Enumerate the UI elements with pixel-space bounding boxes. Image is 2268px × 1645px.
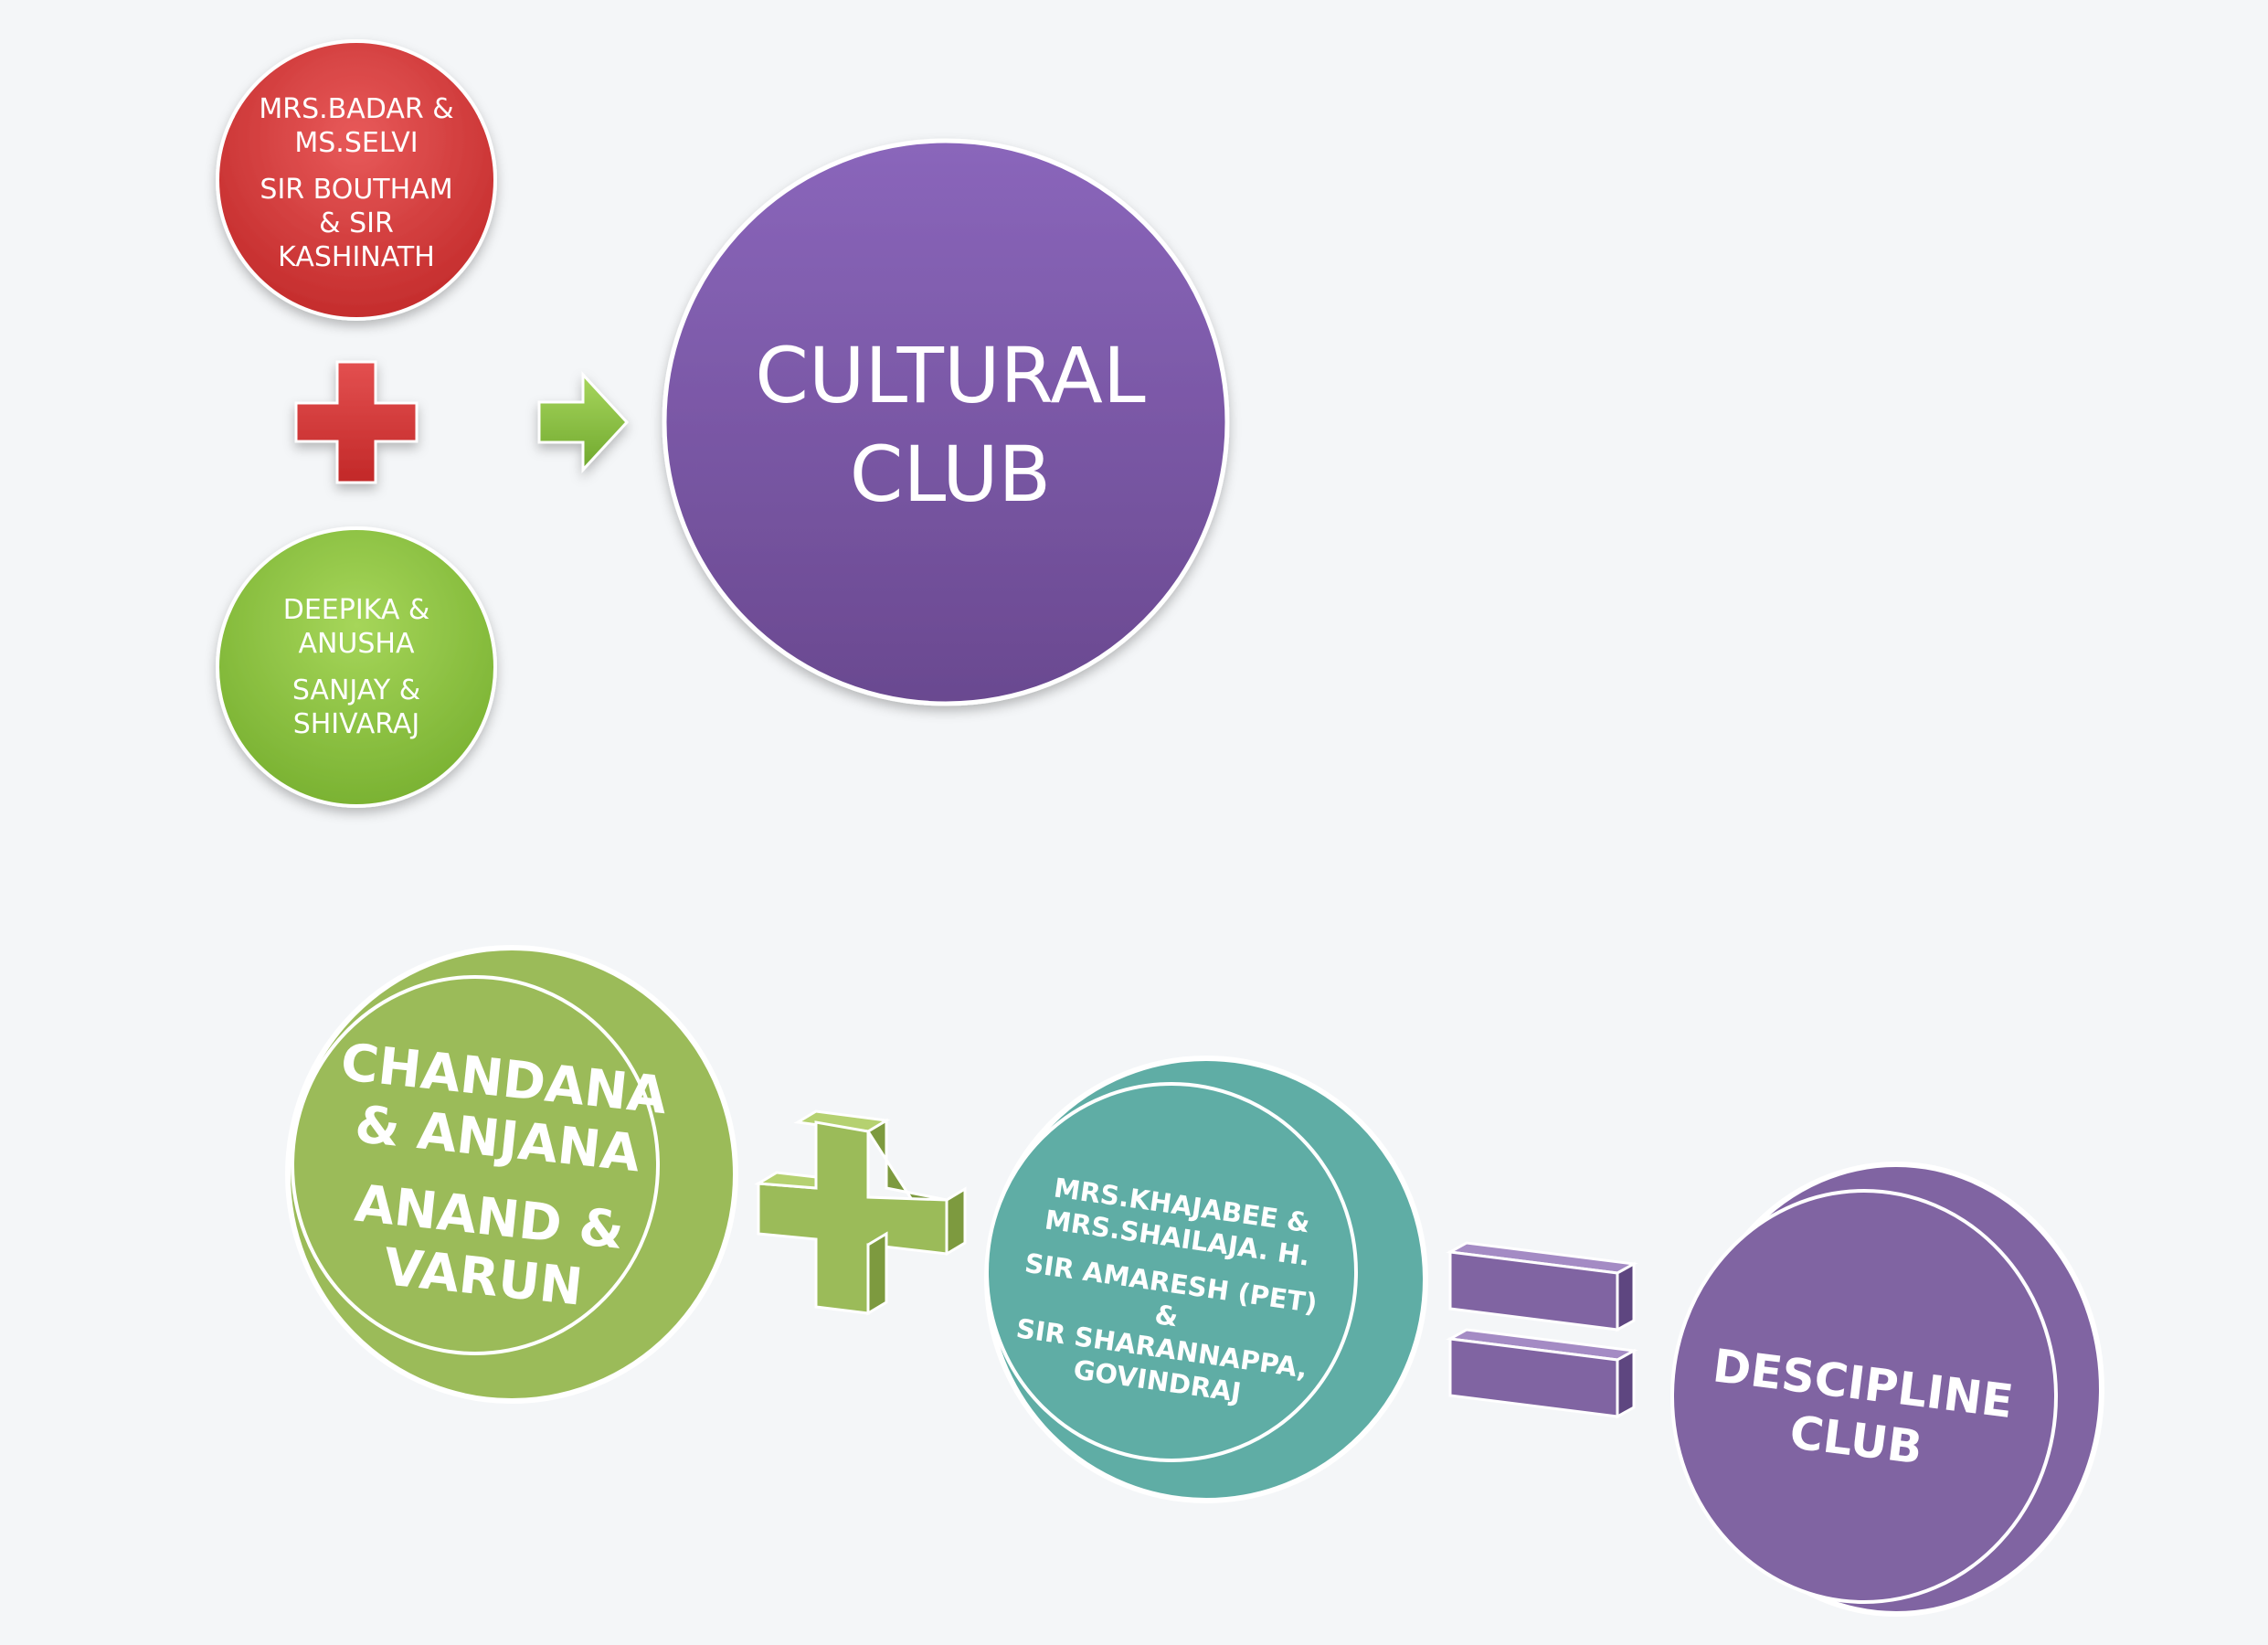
arrow-right-icon [537,371,630,473]
discipline-club-disc [1670,1162,2104,1617]
plus-icon [294,360,419,484]
cultural-club-label: CULTURAL CLUB [694,274,1206,576]
student-name-2: ANUSHA [298,628,415,660]
students-circle [216,526,497,808]
teacher-name-2: MS.SELVI [294,126,419,159]
student-name-3: SANJAY & [291,674,421,706]
student-name-4: SHIVARAJ [292,708,420,740]
teachers-disc [984,1056,1428,1503]
plus-3d-icon [754,1109,967,1316]
students-circle-label: DEEPIKA & ANUSHA SANJAY & SHIVARAJ [242,557,471,777]
students-disc-label: CHANDANA & ANJANA ANAND & VARUN [302,988,684,1370]
student-name-1: DEEPIKA & [282,594,430,626]
teacher-name-4: & SIR [319,207,394,239]
teachers-circle [216,39,497,321]
cultural-club-line-1: CULTURAL [755,331,1146,420]
cultural-club-circle [662,138,1230,706]
equals-icon [1446,1241,1638,1419]
teacher-name-5: KASHINATH [278,240,435,273]
teachers-disc-label: MRS.KHAJABEE & MRS.SHAILAJA. H. SIR AMAR… [995,1127,1343,1459]
cultural-club-line-2: CLUB [849,430,1052,519]
teachers-circle-label: MRS.BADAR & MS.SELVI SIR BOUTHAM & SIR K… [242,69,471,297]
teacher-name-1: MRS.BADAR & [259,92,454,125]
students-disc [285,945,738,1404]
discipline-club-label: DESCIPLINE CLUB [1673,1242,2045,1583]
teacher-name-3: SIR BOUTHAM [260,173,453,206]
